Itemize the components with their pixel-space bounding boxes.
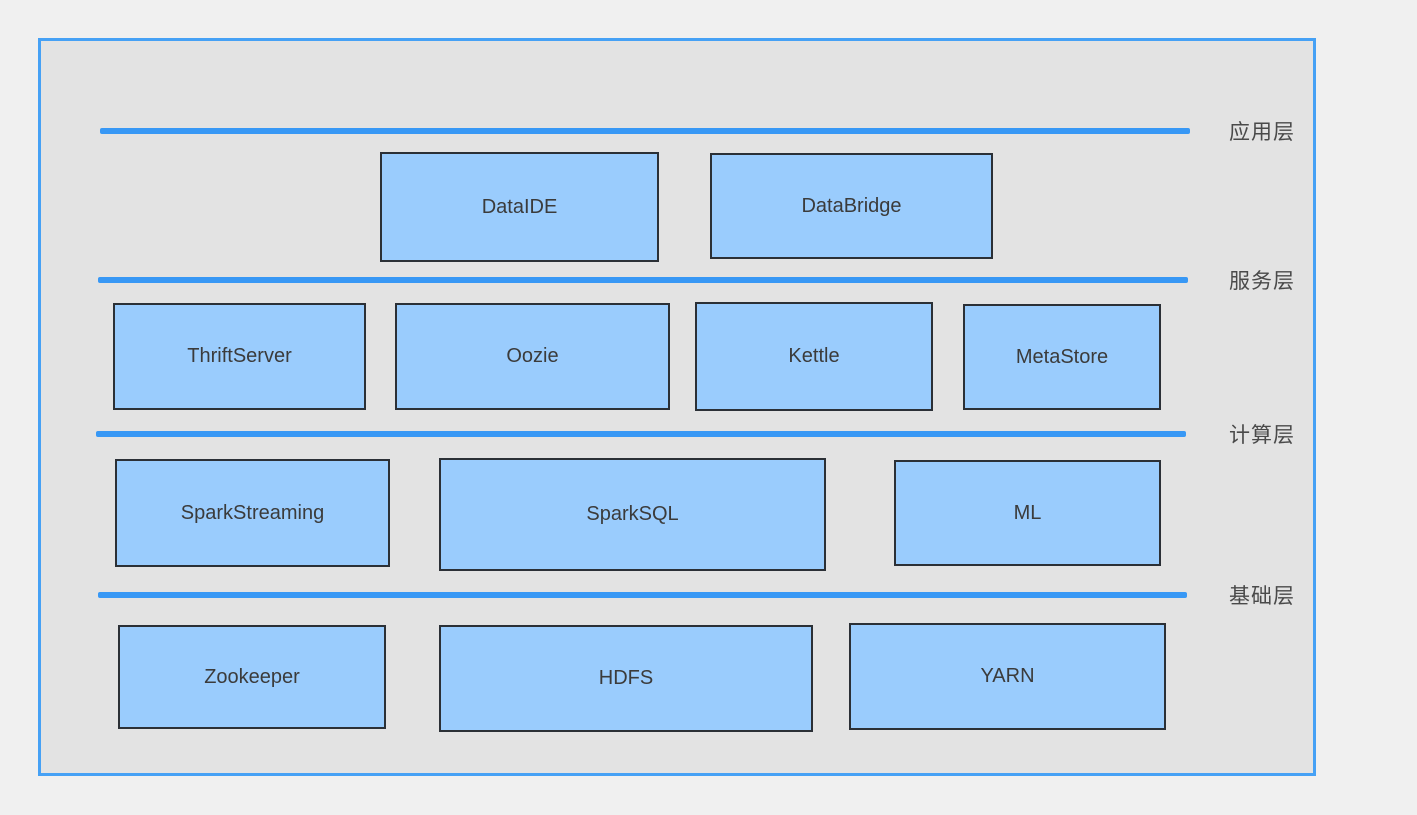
node-databridge: DataBridge <box>710 153 993 259</box>
node-metastore: MetaStore <box>963 304 1161 410</box>
node-dataide: DataIDE <box>380 152 659 262</box>
layer-divider-line <box>98 592 1187 598</box>
node-oozie: Oozie <box>395 303 670 410</box>
node-sparksql: SparkSQL <box>439 458 826 571</box>
node-yarn: YARN <box>849 623 1166 730</box>
layer-divider-line <box>100 128 1190 134</box>
node-sparkstreaming: SparkStreaming <box>115 459 390 567</box>
node-kettle: Kettle <box>695 302 933 411</box>
diagram-canvas: 应用层 DataIDE DataBridge 服务层 ThriftServer Oozie… <box>38 38 1316 776</box>
layer-divider-line <box>98 277 1188 283</box>
layer-label: 基础层 <box>1229 585 1295 608</box>
layer-label: 服务层 <box>1229 270 1295 293</box>
node-ml: ML <box>894 460 1161 566</box>
node-hdfs: HDFS <box>439 625 813 732</box>
layer-label: 计算层 <box>1229 424 1295 447</box>
node-zookeeper: Zookeeper <box>118 625 386 729</box>
node-thriftserver: ThriftServer <box>113 303 366 410</box>
layer-label: 应用层 <box>1229 121 1295 144</box>
layer-divider-line <box>96 431 1186 437</box>
